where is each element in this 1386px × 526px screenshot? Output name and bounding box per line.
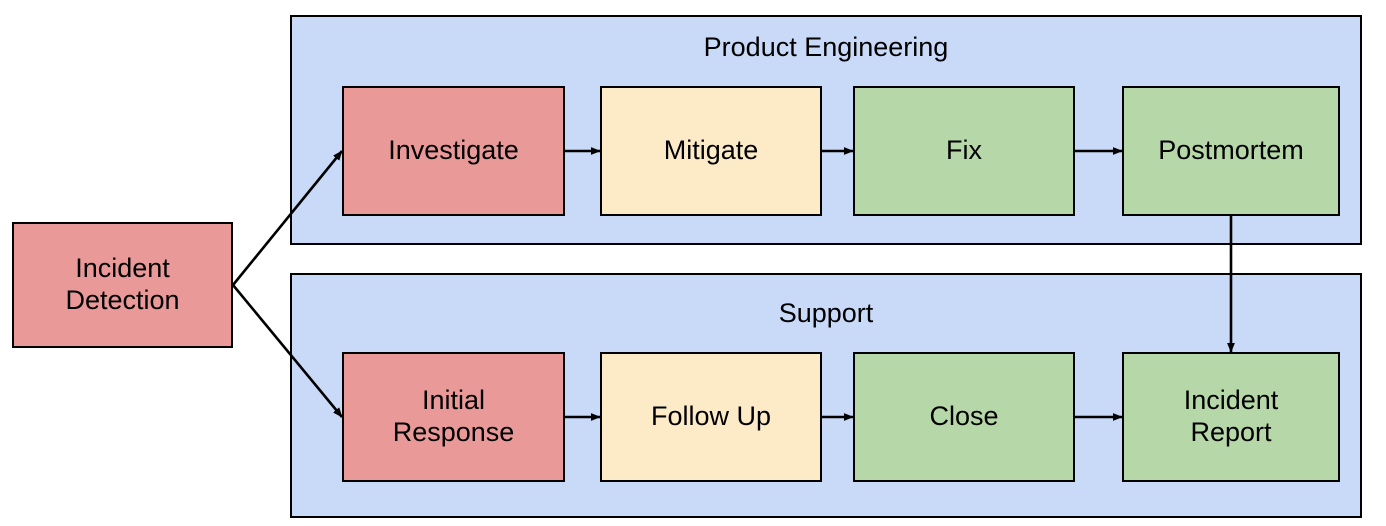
node-close[interactable]: Close [853,352,1075,482]
node-mitigate[interactable]: Mitigate [600,86,822,216]
node-postmortem[interactable]: Postmortem [1122,86,1340,216]
node-incident-report[interactable]: Incident Report [1122,352,1340,482]
swimlane-title-product-engineering: Product Engineering [703,32,949,62]
node-fix[interactable]: Fix [853,86,1075,216]
swimlane-title-support: Support [778,298,874,328]
node-initial-response[interactable]: Initial Response [342,352,565,482]
node-follow-up[interactable]: Follow Up [600,352,822,482]
node-investigate[interactable]: Investigate [342,86,565,216]
node-incident-detection[interactable]: Incident Detection [12,222,233,348]
